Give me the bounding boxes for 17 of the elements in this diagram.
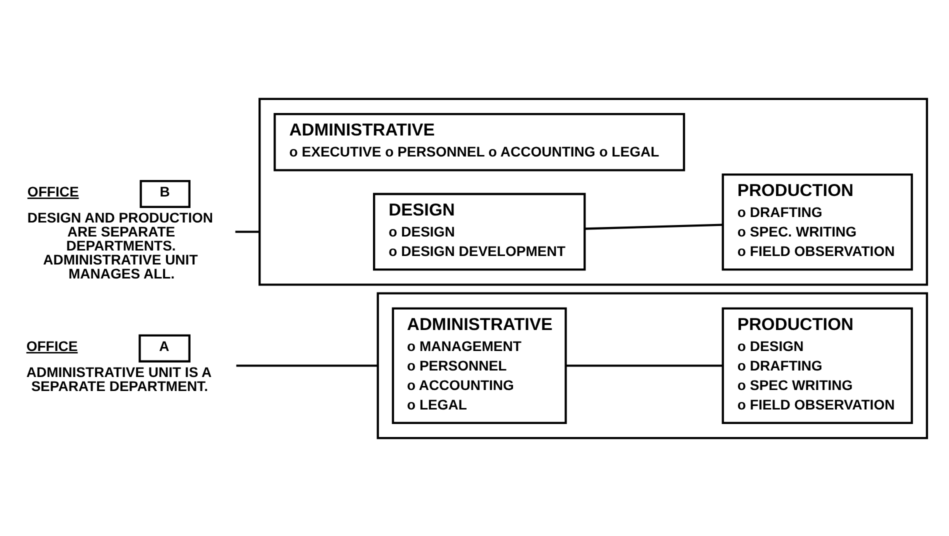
node-box: PRODUCTION o DESIGN o DRAFTING o SPEC WRITING o FIELD OBSERVATION: [722, 306, 913, 424]
connector: [236, 364, 378, 366]
node-label: OFFICE: [27, 183, 79, 200]
cluster: [258, 97, 928, 286]
connector: [566, 364, 723, 366]
node-label: OFFICE: [26, 338, 78, 354]
node-box: ADMINISTRATIVE o EXECUTIVE o PERSONNEL o ACCOUNTING o LEGAL: [274, 112, 686, 171]
connector: [584, 223, 723, 230]
cluster: [376, 292, 928, 439]
node-label: DESIGN AND PRODUCTION ARE SEPARATE DEPARTMENTS. ADMINISTRATIVE UNIT MANAGES ALL.: [27, 208, 214, 282]
connector: [235, 230, 260, 232]
node-box: A: [138, 334, 190, 362]
node-box: PRODUCTION o DRAFTING o SPEC. WRITING o FIELD OBSERVATION: [722, 172, 913, 270]
node-box: ADMINISTRATIVE o MANAGEMENT o PERSONNEL o ACCOUNTING o LEGAL: [392, 306, 567, 424]
node-label: ADMINISTRATIVE UNIT IS A SEPARATE DEPARTMENT.: [26, 363, 212, 394]
node-box: B: [140, 179, 190, 208]
node-box: DESIGN o DESIGN o DESIGN DEVELOPMENT: [373, 192, 586, 270]
